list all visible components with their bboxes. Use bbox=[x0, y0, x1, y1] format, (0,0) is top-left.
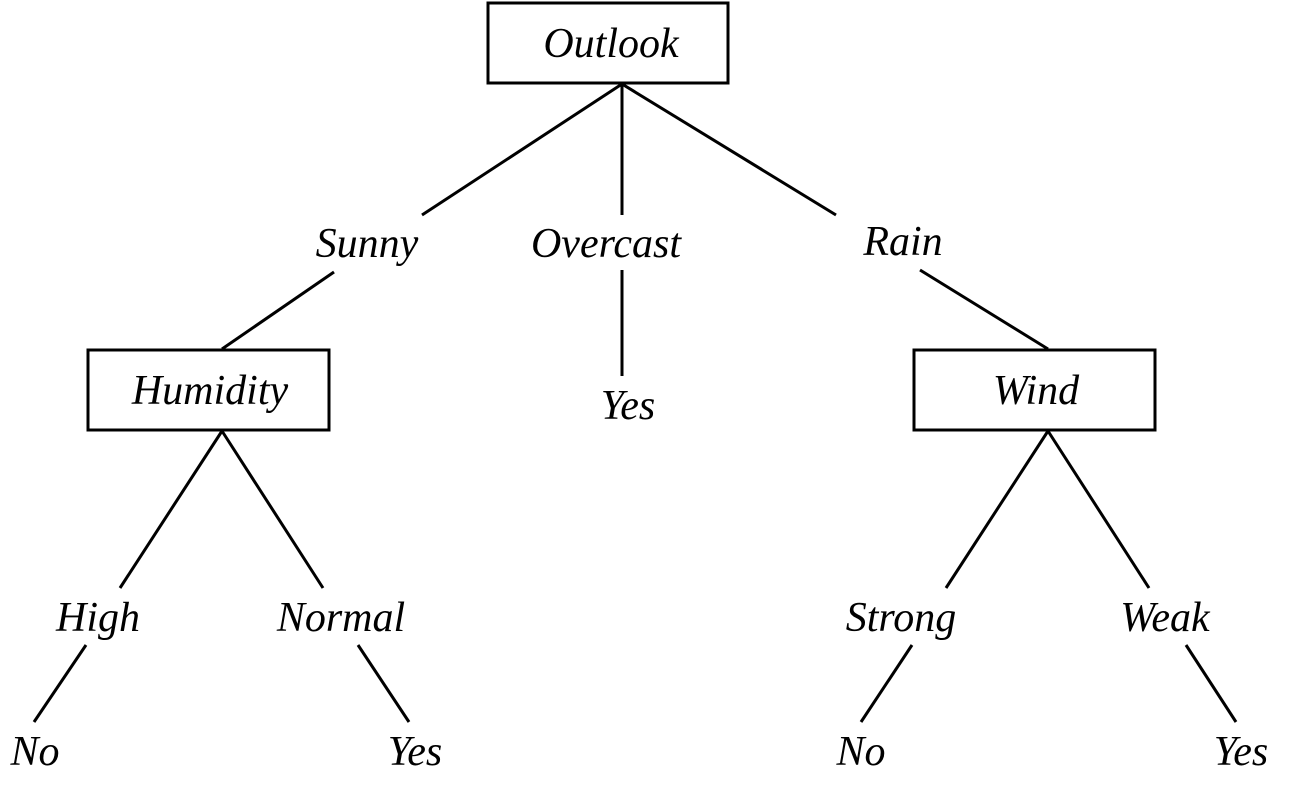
edge-weak-yes bbox=[1184, 644, 1238, 723]
node-outlook-label: Outlook bbox=[543, 21, 680, 67]
branch-label-overcast: Overcast bbox=[531, 221, 682, 267]
edge-normal-yes bbox=[356, 644, 411, 723]
edge-outlook-rain bbox=[621, 82, 837, 217]
leaf-normal-yes: Yes bbox=[388, 729, 443, 775]
edge-high-no bbox=[32, 644, 88, 723]
leaf-high-no: No bbox=[9, 729, 59, 775]
edge-strong-no bbox=[859, 644, 914, 723]
branch-label-strong: Strong bbox=[846, 595, 956, 641]
edge-sunny-humidity bbox=[221, 270, 335, 351]
edge-wind-weak bbox=[1046, 430, 1151, 589]
node-humidity: Humidity bbox=[86, 348, 331, 432]
leaf-weak-yes: Yes bbox=[1214, 729, 1269, 775]
branch-label-sunny: Sunny bbox=[316, 221, 419, 267]
node-outlook: Outlook bbox=[486, 1, 730, 85]
branch-label-rain: Rain bbox=[862, 219, 942, 265]
node-humidity-box bbox=[86, 348, 331, 432]
node-wind-box bbox=[912, 348, 1157, 432]
node-outlook-box bbox=[486, 1, 730, 85]
node-humidity-label: Humidity bbox=[131, 368, 289, 414]
edge-rain-wind bbox=[919, 268, 1049, 351]
edge-humidity-high bbox=[118, 430, 224, 589]
edge-outlook-sunny bbox=[421, 82, 623, 217]
branch-label-normal: Normal bbox=[276, 595, 405, 641]
branch-label-weak: Weak bbox=[1120, 595, 1211, 641]
edge-humidity-normal bbox=[220, 430, 325, 589]
branch-label-high: High bbox=[55, 595, 140, 641]
leaf-strong-no: No bbox=[835, 729, 885, 775]
edge-wind-strong bbox=[944, 430, 1050, 589]
node-wind-label: Wind bbox=[993, 368, 1080, 414]
leaf-overcast-yes: Yes bbox=[601, 383, 656, 429]
node-wind: Wind bbox=[912, 348, 1157, 432]
